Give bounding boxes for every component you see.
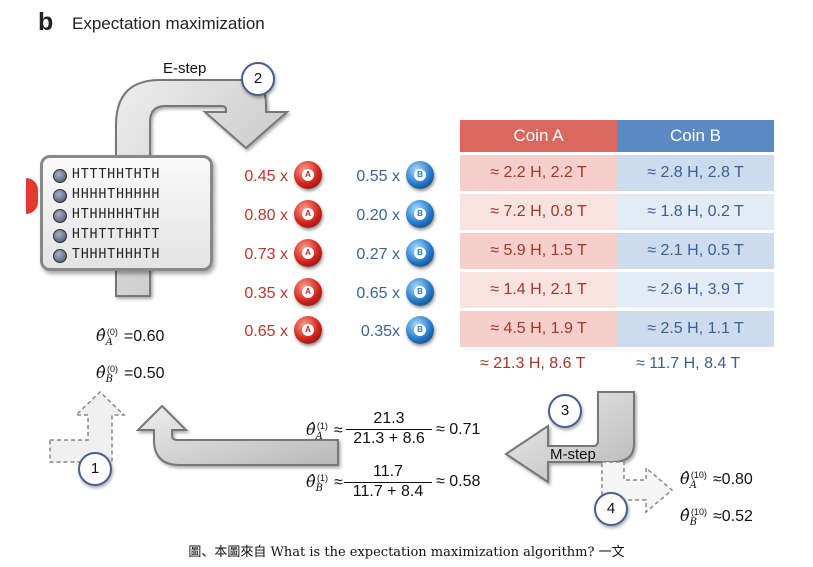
coin-a-icon: A	[294, 278, 322, 306]
table-cell: ≈ 5.9 H, 1.5 T	[460, 233, 617, 269]
coin-b-icon: B	[406, 200, 434, 228]
table-cell: ≈ 2.8 H, 2.8 T	[617, 155, 774, 191]
update-a-fraction: 21.3 21.3 + 8.6	[346, 410, 432, 448]
coin-b-icon: B	[406, 316, 434, 344]
red-edge-marker	[26, 178, 38, 214]
update-theta-a-symbol: θ̂A(1)≈	[306, 420, 343, 443]
coin-icon	[53, 229, 67, 243]
update-theta-b-value: ≈ 0.58	[436, 473, 481, 490]
initial-theta-b: θ̂B(0)=0.50	[96, 363, 165, 386]
weight-a: 0.35 x	[244, 285, 288, 302]
total-coin-a: ≈ 21.3 H, 8.6 T	[480, 355, 586, 372]
table-cell: ≈ 2.5 H, 1.1 T	[617, 311, 774, 347]
mstep-label: M-step	[550, 446, 596, 463]
final-theta-b: θ̂B(10)≈0.52	[680, 506, 753, 529]
start-arrow	[49, 390, 126, 463]
coin-b-icon: B	[406, 239, 434, 267]
update-theta-b-symbol: θ̂B(1)≈	[306, 472, 343, 495]
weight-b: 0.55 x	[356, 168, 400, 185]
table-cell: ≈ 2.6 H, 3.9 T	[617, 272, 774, 308]
sequence-row: HHHHTHHHHH	[43, 186, 216, 206]
update-theta-a-value: ≈ 0.71	[436, 421, 481, 438]
update-b-fraction: 11.7 11.7 + 8.4	[344, 463, 432, 501]
coin-a-icon: A	[294, 316, 322, 344]
estep-arrow	[115, 79, 290, 297]
weight-b: 0.27 x	[356, 246, 400, 263]
weight-a: 0.65 x	[244, 323, 288, 340]
coin-sequence-box: HTTTHHTHTH HHHHTHHHHH HTHHHHHTHH HTHTTTH…	[40, 155, 213, 271]
step-3-circle: 3	[548, 394, 582, 428]
coin-b-icon: B	[406, 278, 434, 306]
sequence-row: HTHTTTHHTT	[43, 226, 216, 246]
coin-icon	[53, 249, 67, 263]
sequence-row: HTTTHHTHTH	[43, 166, 216, 186]
return-arrow	[135, 404, 339, 466]
weight-b: 0.35x	[360, 323, 400, 340]
figure-caption: 圖、本圖來自 What is the expectation maximizat…	[188, 545, 625, 560]
coin-icon	[53, 169, 67, 183]
table-cell: ≈ 1.8 H, 0.2 T	[617, 194, 774, 230]
step-4-circle: 4	[594, 492, 628, 526]
estep-label: E-step	[163, 60, 207, 77]
table-cell: ≈ 2.2 H, 2.2 T	[460, 155, 617, 191]
coin-b-header: Coin B	[617, 120, 774, 152]
weight-a: 0.73 x	[244, 246, 288, 263]
coin-b-icon: B	[406, 161, 434, 189]
initial-theta-a: θ̂A(0)=0.60	[96, 326, 165, 349]
figure-title: Expectation maximization	[72, 14, 265, 33]
coin-icon	[53, 189, 67, 203]
panel-letter: b	[38, 8, 54, 36]
coin-a-icon: A	[294, 161, 322, 189]
total-coin-b: ≈ 11.7 H, 8.4 T	[636, 355, 741, 372]
coin-a-header: Coin A	[460, 120, 617, 152]
coin-a-icon: A	[294, 200, 322, 228]
weight-a: 0.45 x	[244, 168, 288, 185]
final-theta-a: θ̂A(10)≈0.80	[680, 469, 753, 492]
table-cell: ≈ 2.1 H, 0.5 T	[617, 233, 774, 269]
step-2-circle: 2	[241, 62, 275, 96]
weight-b: 0.20 x	[356, 207, 400, 224]
coin-a-icon: A	[294, 239, 322, 267]
step-1-circle: 1	[78, 452, 112, 486]
sequence-row: HTHHHHHTHH	[43, 206, 216, 226]
weight-b: 0.65 x	[356, 285, 400, 302]
table-cell: ≈ 4.5 H, 1.9 T	[460, 311, 617, 347]
weight-a: 0.80 x	[244, 207, 288, 224]
table-cell: ≈ 7.2 H, 0.8 T	[460, 194, 617, 230]
coin-icon	[53, 209, 67, 223]
mstep-arrow	[504, 391, 635, 484]
sequence-row: THHHTHHHTH	[43, 246, 216, 266]
table-cell: ≈ 1.4 H, 2.1 T	[460, 272, 617, 308]
counts-table: Coin A Coin B ≈ 2.2 H, 2.2 T ≈ 2.8 H, 2.…	[460, 120, 774, 347]
